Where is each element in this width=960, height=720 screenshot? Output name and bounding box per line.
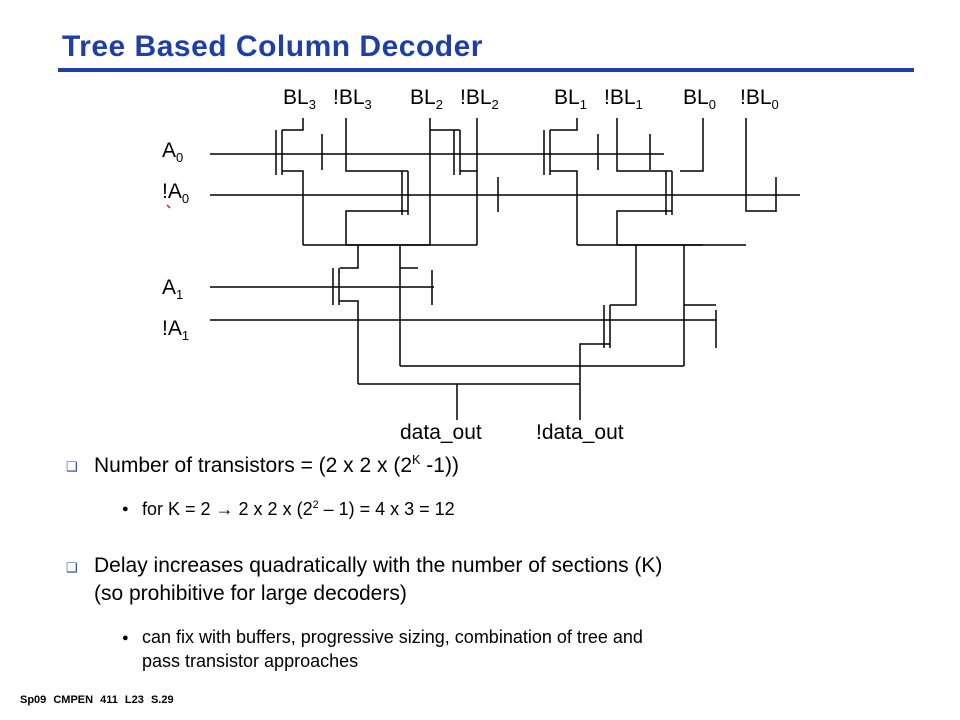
title-underline <box>58 68 914 72</box>
pass-transistor <box>275 130 283 175</box>
level1-right-out <box>579 343 610 384</box>
bitline-label: BL2 <box>410 86 443 112</box>
bitline-not-bl1 <box>616 118 672 172</box>
address-label: !A0 <box>162 180 189 206</box>
node-not-1 <box>616 210 672 245</box>
level1-left-out <box>340 300 359 384</box>
bullet-delay: Delay increases quadratically with the n… <box>94 554 663 605</box>
bitline-label: !BL2 <box>460 86 499 112</box>
bitline-bl3 <box>282 118 304 131</box>
output-label-not-data-out: !data_out <box>536 421 624 444</box>
pass-transistor <box>543 130 551 175</box>
bitline-label: BL3 <box>283 86 316 112</box>
address-label: A1 <box>162 276 183 302</box>
level1-right-b <box>683 245 716 306</box>
bitline-label: !BL0 <box>740 86 779 112</box>
node-3 <box>282 170 304 245</box>
level1-left <box>340 245 359 269</box>
sub-bullet-marker-2: ● <box>122 632 129 644</box>
bitline-bl2 <box>429 118 460 131</box>
sub-bullet-marker-1: ● <box>122 503 129 515</box>
pass-transistor <box>603 305 611 348</box>
address-label: !A1 <box>162 317 189 343</box>
slide-footer: Sp09 CMPEN 411 L23 S.29 <box>20 694 174 706</box>
bitline-label: BL0 <box>683 86 716 112</box>
bitline-not-bl3 <box>345 118 408 172</box>
address-label: A0 <box>162 139 183 165</box>
slide-title: Tree Based Column Decoder <box>62 30 483 63</box>
bitline-bl1 <box>550 118 578 131</box>
level1-right <box>610 245 637 306</box>
level1-left-b <box>399 245 418 269</box>
pass-transistor <box>401 171 409 215</box>
pass-transistor <box>665 171 673 215</box>
node-2 <box>460 170 478 245</box>
arrow-icon: → <box>215 499 234 519</box>
sub-bullet-formula: for K = 2 → 2 x 2 x (22 – 1) = 4 x 3 = 1… <box>142 499 455 519</box>
bullet-transistor-count: Number of transistors = (2 x 2 x (2K -1)… <box>94 453 459 477</box>
bitline-bl0 <box>680 118 704 172</box>
bullet-marker-1: ❑ <box>66 459 78 474</box>
output-label-data-out: data_out <box>400 421 482 444</box>
red-mark <box>166 204 171 209</box>
bullet-marker-2: ❑ <box>66 560 78 575</box>
pass-transistor <box>453 130 461 175</box>
bitline-label: !BL3 <box>333 86 372 112</box>
node-not-3 <box>345 210 408 245</box>
bitline-not-bl0 <box>745 118 776 212</box>
node-1 <box>550 170 578 245</box>
bitline-label: !BL1 <box>604 86 643 112</box>
bitline-label: BL1 <box>554 86 587 112</box>
pass-transistor <box>332 268 340 305</box>
sub-bullet-fix: can fix with buffers, progressive sizing… <box>142 627 643 671</box>
